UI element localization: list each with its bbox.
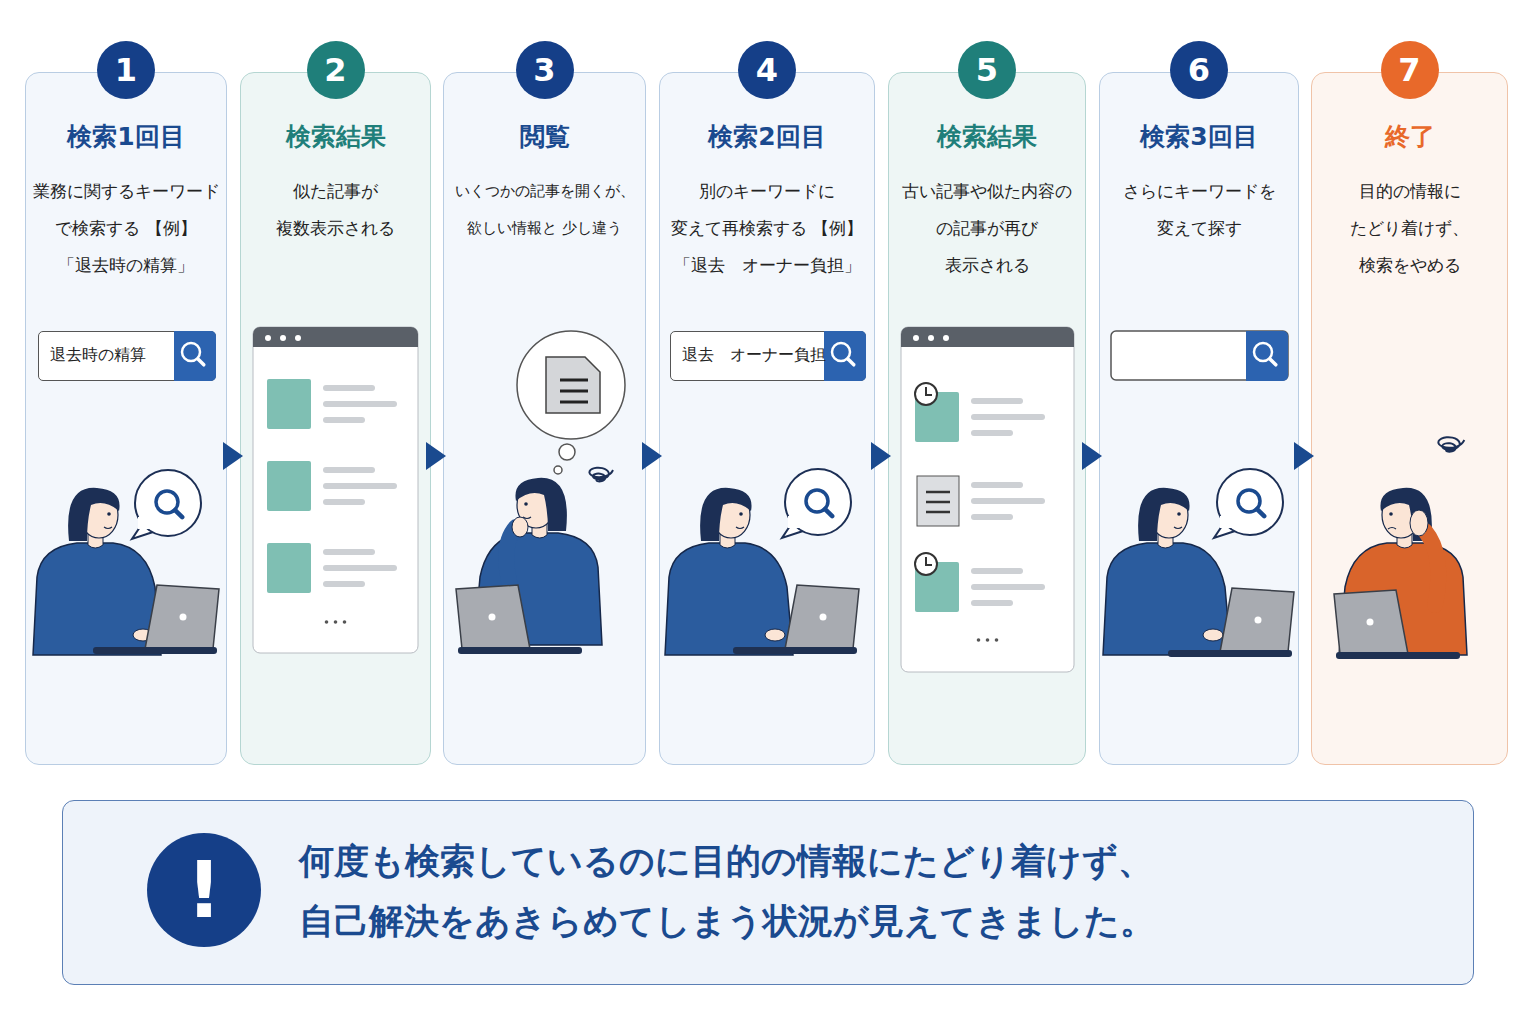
step-description: 古い記事や似た内容の の記事が再び 表示される	[895, 173, 1079, 284]
step-title: 閲覧	[444, 120, 645, 154]
step-number: 3	[516, 41, 574, 99]
step-card: 2検索結果似た記事が 複数表示される	[240, 72, 431, 765]
arrow-shaft	[1299, 455, 1311, 457]
step-title: 検索結果	[889, 120, 1085, 154]
search-box: 退去時の精算	[38, 331, 216, 381]
step-number: 7	[1381, 41, 1439, 99]
step-card: 5検索結果古い記事や似た内容の の記事が再び 表示される	[888, 72, 1086, 765]
summary-text: 何度も検索しているのに目的の情報にたどり着けず、 自己解決をあきらめてしまう状況…	[299, 831, 1299, 951]
summary-callout: ! 何度も検索しているのに目的の情報にたどり着けず、 自己解決をあきらめてしまう状…	[62, 800, 1474, 985]
step-title: 終了	[1312, 120, 1507, 154]
step-title: 検索1回目	[26, 120, 226, 154]
step-card: 4検索2回目別のキーワードに 変えて再検索する 【例】「退去 オーナー負担」退去…	[659, 72, 875, 765]
step-number: 4	[738, 41, 796, 99]
arrow-shaft	[875, 455, 888, 457]
step-card: 1検索1回目業務に関するキーワード で検索する 【例】「退去時の精算」退去時の精…	[25, 72, 227, 765]
step-title: 検索3回目	[1100, 120, 1298, 154]
step-number: 5	[958, 41, 1016, 99]
search-query: 退去 オーナー負担	[671, 332, 865, 378]
step-description: 似た記事が 複数表示される	[247, 173, 424, 247]
arrow-shaft	[646, 455, 659, 457]
step-number: 2	[307, 41, 365, 99]
step-title: 検索2回目	[660, 120, 874, 154]
step-description: さらにキーワードを 変えて探す	[1106, 173, 1292, 247]
arrow-shaft	[227, 455, 240, 457]
step-card: 7終了目的の情報に たどり着けず、 検索をやめる	[1311, 72, 1508, 765]
arrow-shaft	[431, 455, 443, 457]
step-number: 6	[1170, 41, 1228, 99]
search-query: 退去時の精算	[39, 332, 215, 378]
step-description: 目的の情報に たどり着けず、 検索をやめる	[1318, 173, 1501, 284]
search-box: 退去 オーナー負担	[670, 331, 866, 381]
step-card: 6検索3回目さらにキーワードを 変えて探す	[1099, 72, 1299, 765]
alert-icon: !	[147, 833, 261, 947]
arrow-shaft	[1086, 455, 1099, 457]
step-description: いくつかの記事を開くが、 欲しい情報と 少し違う	[450, 173, 639, 247]
step-number: 1	[97, 41, 155, 99]
step-card: 3閲覧いくつかの記事を開くが、 欲しい情報と 少し違う	[443, 72, 646, 765]
step-description: 業務に関するキーワード で検索する 【例】「退去時の精算」	[32, 173, 220, 284]
step-description: 別のキーワードに 変えて再検索する 【例】「退去 オーナー負担」	[666, 173, 868, 284]
step-title: 検索結果	[241, 120, 430, 154]
